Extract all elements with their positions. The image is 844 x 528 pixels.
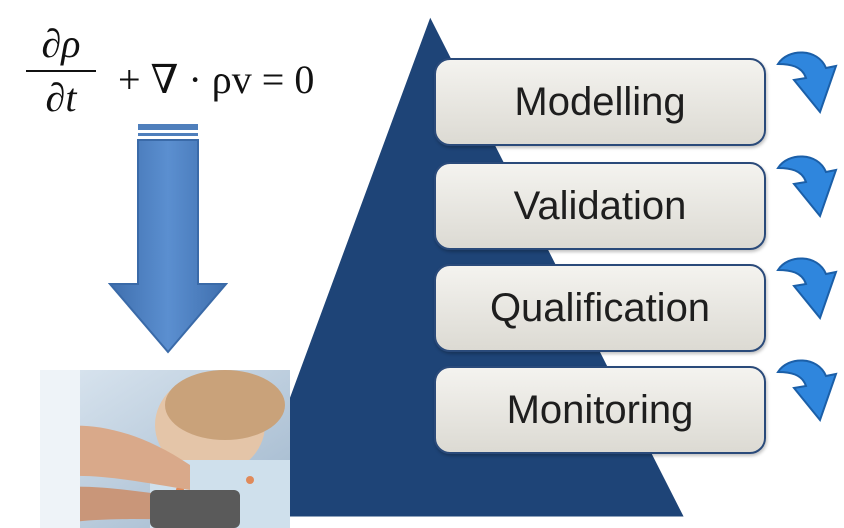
stage-box-modelling: Modelling (434, 58, 766, 146)
equation-denominator: ∂t (45, 75, 77, 120)
stage-box-monitoring: Monitoring (434, 366, 766, 454)
patient-photo (40, 370, 290, 528)
equation-fraction: ∂ρ ∂t (26, 22, 96, 120)
curved-arrow-icon (776, 51, 838, 115)
stage-label: Modelling (514, 79, 686, 124)
curved-arrow-icon (776, 359, 838, 423)
stage-box-validation: Validation (434, 162, 766, 250)
down-arrow-icon (108, 124, 228, 354)
stage-label: Validation (513, 183, 687, 228)
equation-numerator: ∂ρ (41, 21, 81, 66)
curved-arrow-icon (776, 257, 838, 321)
stage-label: Qualification (489, 285, 711, 330)
continuity-equation: ∂ρ ∂t + ∇ · ρv = 0 (8, 12, 322, 120)
stage-label: Monitoring (506, 387, 694, 432)
equation-rest: + ∇ · ρv = 0 (118, 57, 315, 102)
curved-arrow-icon (776, 155, 838, 219)
fraction-bar (26, 70, 96, 72)
stage-box-qualification: Qualification (434, 264, 766, 352)
